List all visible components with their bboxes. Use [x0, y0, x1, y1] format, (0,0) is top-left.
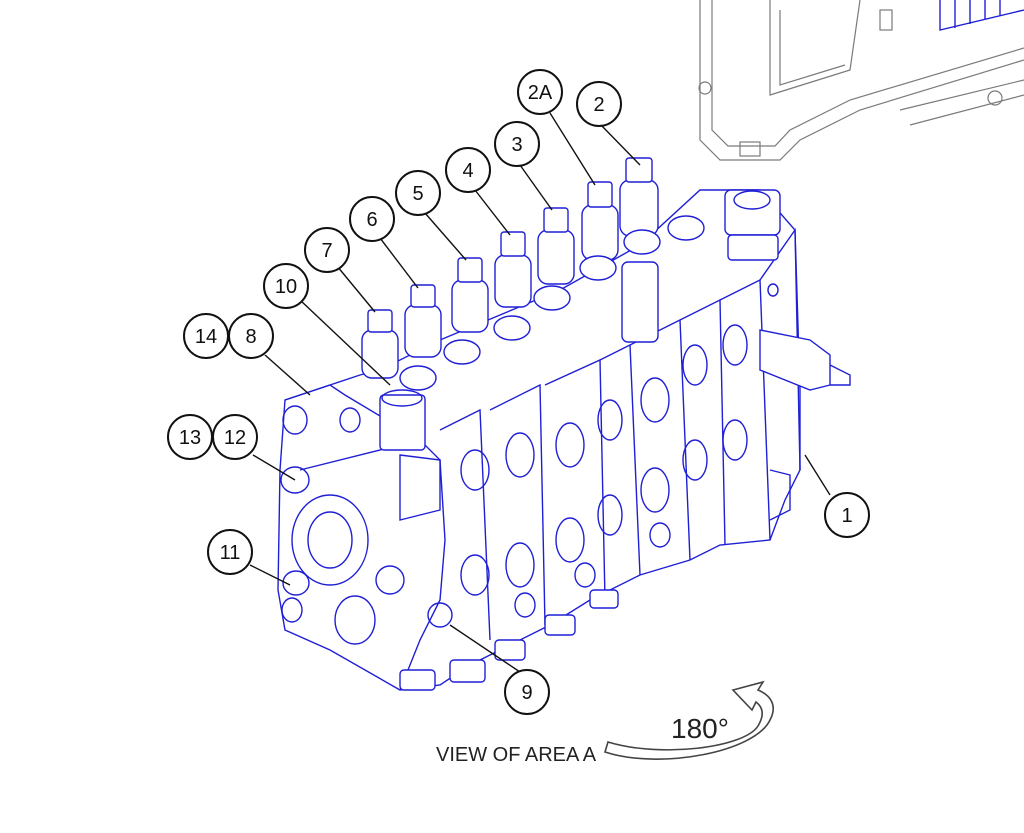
- cartridge-4: [494, 231, 532, 308]
- rotation-label: 180°: [671, 713, 729, 744]
- callout-9: 9: [504, 669, 550, 715]
- callout-4-label: 4: [462, 160, 473, 182]
- callout-2-label: 2: [593, 94, 604, 116]
- callout-1: 1: [824, 492, 870, 538]
- callout-4: 4: [445, 147, 491, 193]
- cartridge-7: [361, 309, 399, 379]
- callout-8: 8: [228, 313, 274, 359]
- callout-12: 12: [212, 414, 258, 460]
- rotation-arrow-icon: 180°: [604, 680, 774, 760]
- callout-2a-label: 2A: [528, 82, 553, 104]
- callout-10-label: 10: [275, 276, 297, 298]
- cartridge-5: [451, 257, 489, 333]
- callout-6-label: 6: [366, 209, 377, 231]
- callout-5-label: 5: [412, 183, 423, 205]
- callout-13-label: 13: [179, 427, 201, 449]
- callout-3-label: 3: [511, 134, 522, 156]
- callout-14-label: 14: [195, 326, 217, 348]
- callout-12-label: 12: [224, 427, 246, 449]
- callout-14: 14: [183, 313, 229, 359]
- view-caption: VIEW OF AREA A: [436, 744, 597, 766]
- callout-1-label: 1: [841, 505, 852, 527]
- solenoid-cartridges: [361, 157, 705, 391]
- cartridge-3: [537, 207, 575, 285]
- control-valve-assembly: [277, 189, 851, 691]
- callout-10: 10: [263, 263, 309, 309]
- callout-2a: 2A: [517, 69, 563, 115]
- callout-7-label: 7: [321, 240, 332, 262]
- callout-11: 11: [207, 529, 253, 575]
- callout-8-label: 8: [245, 326, 256, 348]
- callout-5: 5: [395, 170, 441, 216]
- callout-13: 13: [167, 414, 213, 460]
- callout-7: 7: [304, 227, 350, 273]
- frame-inset: [698, 0, 1024, 161]
- cartridge-6: [404, 284, 442, 358]
- cartridge-2a: [581, 181, 619, 261]
- callout-6: 6: [349, 196, 395, 242]
- callout-2: 2: [576, 81, 622, 127]
- callout-11-label: 11: [220, 542, 241, 564]
- callout-3: 3: [494, 121, 540, 167]
- cartridge-2: [619, 157, 659, 237]
- leader-lines: [249, 112, 831, 673]
- callout-9-label: 9: [521, 682, 532, 704]
